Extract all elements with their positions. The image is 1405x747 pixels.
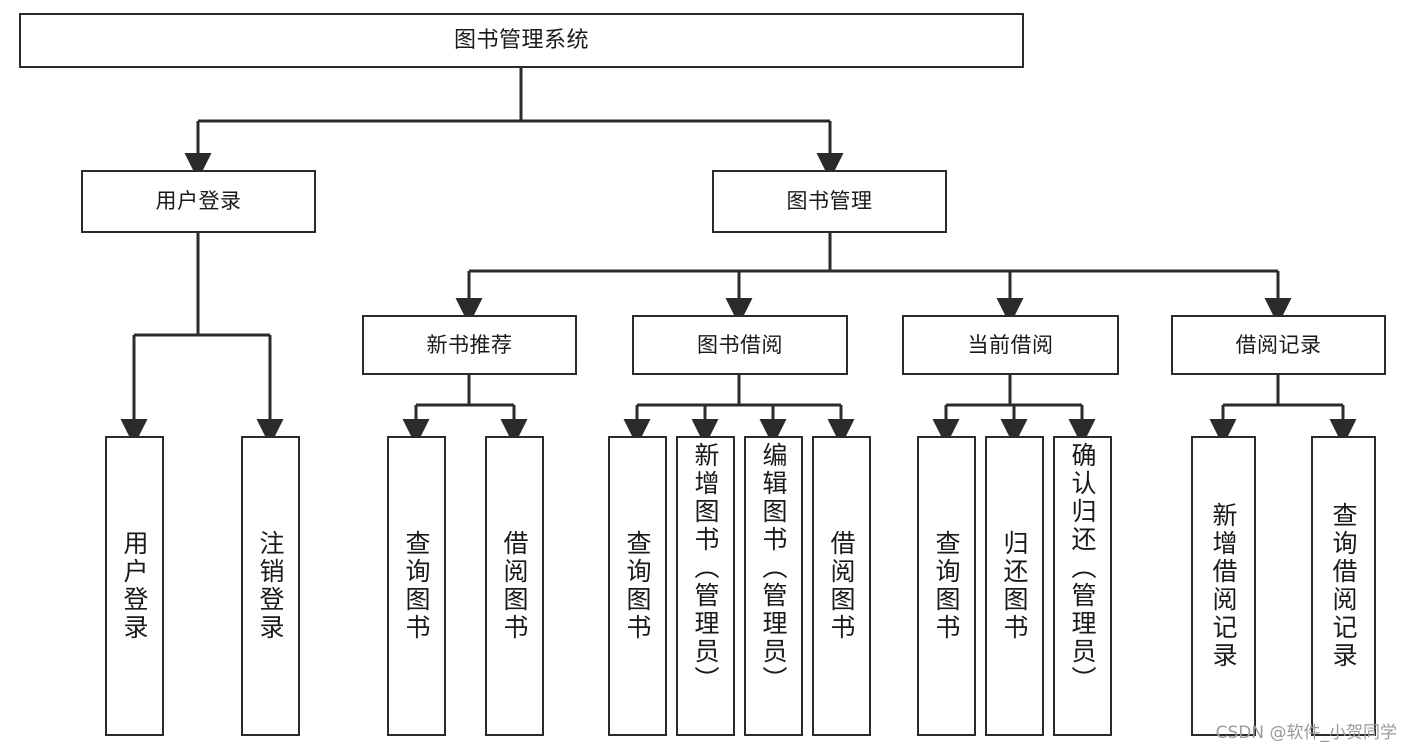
node-leaf-query-book-rec-label: 查询图书 (402, 530, 431, 642)
node-leaf-borrow-book-rec[interactable]: 借阅图书 (485, 436, 544, 736)
node-leaf-query-record-label: 查询借阅记录 (1329, 502, 1358, 670)
node-borrow-record-label: 借阅记录 (1235, 332, 1322, 357)
node-leaf-query-book-label: 查询图书 (623, 530, 652, 642)
node-leaf-query-book-cur[interactable]: 查询图书 (917, 436, 976, 736)
node-leaf-add-book[interactable]: 新增图书（管理员） (676, 436, 735, 736)
node-leaf-return-book-label: 归还图书 (1000, 530, 1029, 642)
node-leaf-user-login-label: 用户登录 (120, 530, 149, 642)
node-leaf-borrow-book-rec-label: 借阅图书 (500, 530, 529, 642)
node-borrow-record[interactable]: 借阅记录 (1171, 315, 1386, 375)
node-leaf-query-book-cur-label: 查询图书 (932, 530, 961, 642)
node-leaf-borrow-book-label: 借阅图书 (827, 530, 856, 642)
node-user-login-label: 用户登录 (155, 189, 242, 214)
node-root[interactable]: 图书管理系统 (19, 13, 1024, 68)
node-leaf-query-book[interactable]: 查询图书 (608, 436, 667, 736)
node-book-borrow[interactable]: 图书借阅 (632, 315, 848, 375)
node-current-borrow-label: 当前借阅 (967, 332, 1054, 357)
node-new-book-rec-label: 新书推荐 (426, 332, 513, 357)
node-book-manage-label: 图书管理 (786, 189, 873, 214)
node-leaf-query-record[interactable]: 查询借阅记录 (1311, 436, 1376, 736)
node-leaf-edit-book-label: 编辑图书（管理员） (759, 442, 788, 694)
node-leaf-add-record-label: 新增借阅记录 (1209, 502, 1238, 670)
node-book-borrow-label: 图书借阅 (697, 332, 783, 357)
node-leaf-confirm-return[interactable]: 确认归还（管理员） (1053, 436, 1112, 736)
node-leaf-add-book-label: 新增图书（管理员） (691, 442, 720, 694)
node-leaf-confirm-return-label: 确认归还（管理员） (1068, 442, 1097, 694)
node-leaf-query-book-rec[interactable]: 查询图书 (387, 436, 446, 736)
node-leaf-edit-book[interactable]: 编辑图书（管理员） (744, 436, 803, 736)
node-leaf-return-book[interactable]: 归还图书 (985, 436, 1044, 736)
node-leaf-logout-label: 注销登录 (256, 530, 285, 642)
node-root-label: 图书管理系统 (453, 27, 589, 53)
node-book-manage[interactable]: 图书管理 (712, 170, 947, 233)
csdn-watermark: CSDN @软件_小贺同学 (1215, 723, 1397, 743)
node-leaf-add-record[interactable]: 新增借阅记录 (1191, 436, 1256, 736)
node-new-book-rec[interactable]: 新书推荐 (362, 315, 577, 375)
node-current-borrow[interactable]: 当前借阅 (902, 315, 1119, 375)
node-leaf-borrow-book[interactable]: 借阅图书 (812, 436, 871, 736)
node-leaf-logout[interactable]: 注销登录 (241, 436, 300, 736)
node-leaf-user-login[interactable]: 用户登录 (105, 436, 164, 736)
node-user-login[interactable]: 用户登录 (81, 170, 316, 233)
